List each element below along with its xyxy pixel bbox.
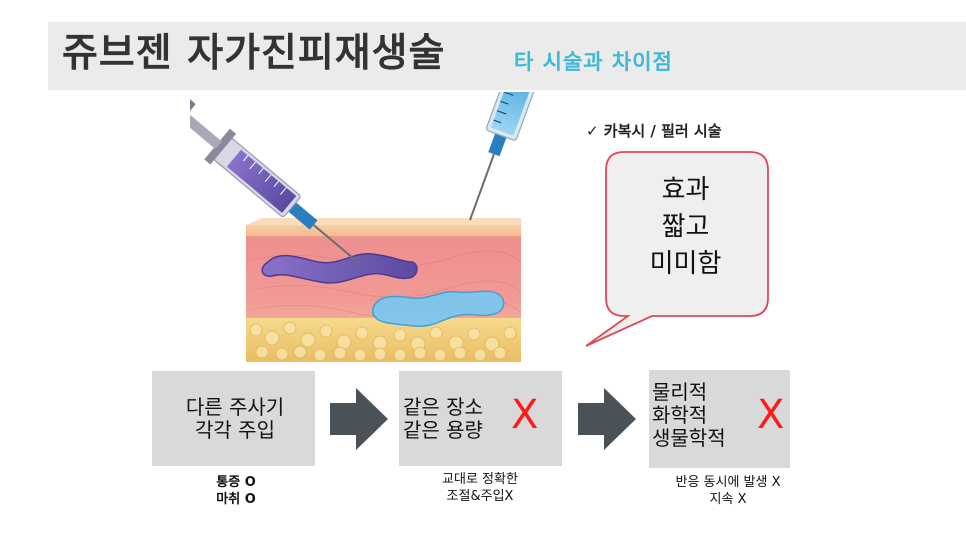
step-3-text: 물리적 화학적 생물학적 [652, 381, 726, 450]
note-line: 조절&주입X [408, 488, 552, 505]
note-line: 통증 O [196, 474, 276, 491]
page-subtitle: 타 시술과 차이점 [514, 46, 673, 76]
step-2-note: 교대로 정확한 조절&주입X [408, 471, 552, 505]
page-title: 쥬브젠 자가진피재생술 [62, 22, 445, 78]
step-line: 물리적 [652, 381, 726, 404]
syringe-icon-blue [447, 92, 577, 228]
step-line: 같은 장소 [403, 396, 483, 419]
skin-block [246, 218, 521, 362]
step-line: 각각 주입 [178, 419, 292, 442]
step-3-note: 반응 동시에 발생 X 지속 X [648, 474, 808, 508]
right-arrow-icon [578, 388, 636, 450]
bubble-line: 짧고 [604, 209, 767, 246]
x-mark: X [511, 392, 538, 438]
right-arrow-icon [330, 388, 388, 450]
step-line: 같은 용량 [403, 419, 483, 442]
x-mark: X [757, 392, 784, 438]
speech-bubble-text: 효과 짧고 미미함 [604, 172, 767, 283]
bubble-line: 미미함 [604, 246, 767, 283]
step-line: 생물학적 [652, 427, 726, 450]
step-2-text: 같은 장소 같은 용량 [403, 396, 483, 442]
step-line: 화학적 [652, 404, 726, 427]
step-1-note: 통증 O 마취 O [196, 474, 276, 508]
note-line: 지속 X [648, 491, 808, 508]
note-line: 교대로 정확한 [408, 471, 552, 488]
note-line: 반응 동시에 발생 X [648, 474, 808, 491]
note-line: 마취 O [196, 491, 276, 508]
step-line: 다른 주사기 [178, 396, 292, 419]
bubble-line: 효과 [604, 172, 767, 209]
step-1-text: 다른 주사기 각각 주입 [178, 396, 292, 442]
